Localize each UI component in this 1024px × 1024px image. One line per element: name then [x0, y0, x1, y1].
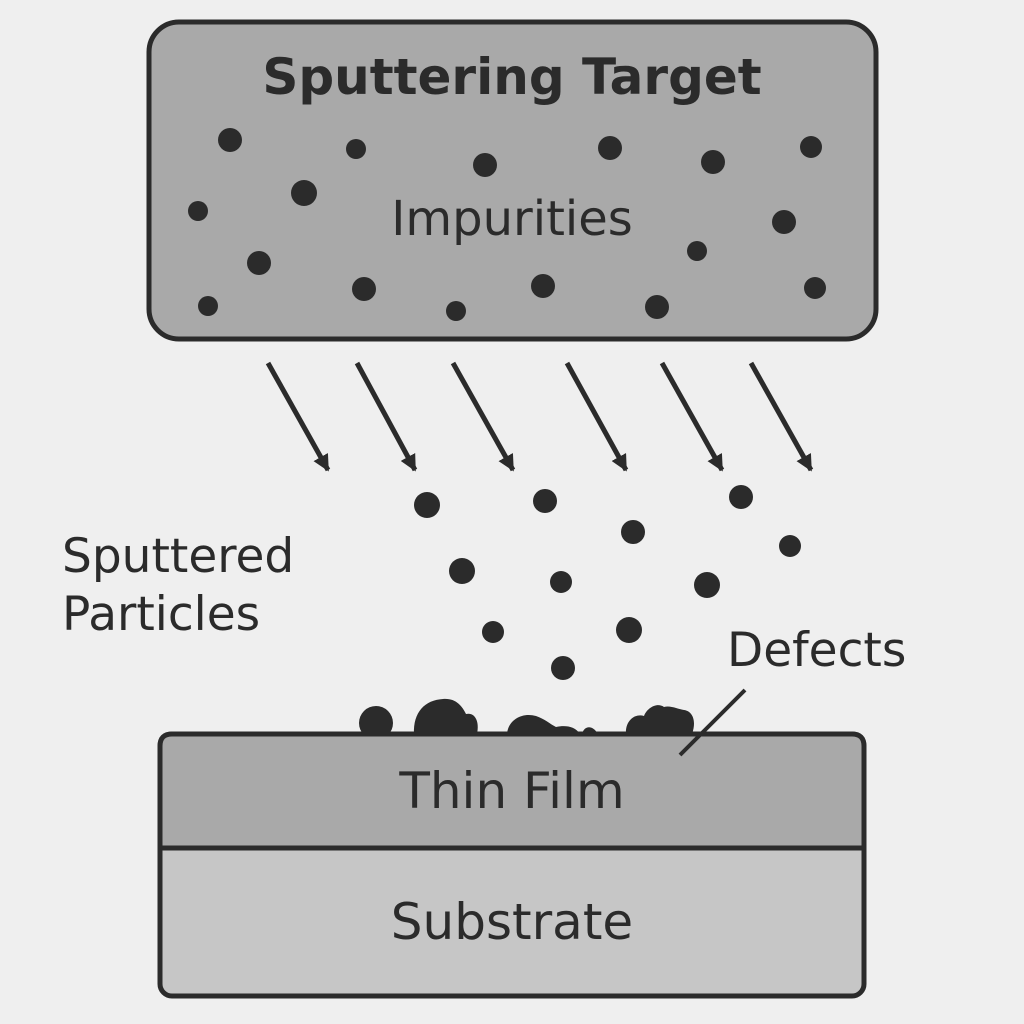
impurity-dot	[473, 153, 497, 177]
down-arrow-icon	[354, 361, 418, 472]
sputtered-particle-dot	[621, 520, 645, 544]
down-arrow-icon	[659, 361, 725, 472]
impurity-dot	[800, 136, 822, 158]
impurity-dot	[772, 210, 796, 234]
impurity-dots	[188, 128, 826, 321]
sputtered-particle-dots	[414, 485, 801, 680]
thin-film-layer	[157, 731, 867, 851]
sputter-arrows	[265, 361, 814, 472]
defects-leader-line	[678, 688, 747, 757]
sputtered-particle-dot	[449, 558, 475, 584]
target-title: Sputtering Target	[262, 48, 762, 106]
sputtered-particle-dot	[482, 621, 504, 643]
sputtered-particle-dot	[414, 492, 440, 518]
impurity-dot	[247, 251, 271, 275]
sputtered-particle-dot	[694, 572, 720, 598]
sputtered-particle-dot	[779, 535, 801, 557]
impurity-dot	[198, 296, 218, 316]
defect-blob	[413, 698, 478, 734]
impurity-dot	[218, 128, 242, 152]
impurity-dot	[352, 277, 376, 301]
impurity-dot	[291, 180, 317, 206]
impurity-dot	[188, 201, 208, 221]
sputtered-particles-label: Sputtered Particles	[62, 529, 295, 642]
impurity-dot	[598, 136, 622, 160]
impurity-dot	[804, 277, 826, 299]
thin-film-label: Thin Film	[399, 762, 625, 820]
down-arrow-icon	[265, 361, 331, 472]
defect-blob	[625, 705, 695, 734]
impurities-label: Impurities	[391, 191, 633, 247]
down-arrow-icon	[450, 361, 516, 472]
defect-blob	[507, 714, 580, 734]
impurity-dot	[701, 150, 725, 174]
sputtered-particle-dot	[533, 489, 557, 513]
defect-blobs	[359, 698, 695, 740]
impurity-dot	[687, 241, 707, 261]
down-arrow-icon	[748, 361, 814, 472]
sputtered-particle-dot	[729, 485, 753, 509]
substrate-label: Substrate	[390, 893, 634, 951]
defects-label: Defects	[727, 623, 907, 678]
sputtered-particle-dot	[551, 656, 575, 680]
sputtered-particle-dot	[550, 571, 572, 593]
down-arrow-icon	[564, 361, 629, 472]
impurity-dot	[645, 295, 669, 319]
impurity-dot	[531, 274, 555, 298]
sputtered-particle-dot	[616, 617, 642, 643]
impurity-dot	[446, 301, 466, 321]
impurity-dot	[346, 139, 366, 159]
